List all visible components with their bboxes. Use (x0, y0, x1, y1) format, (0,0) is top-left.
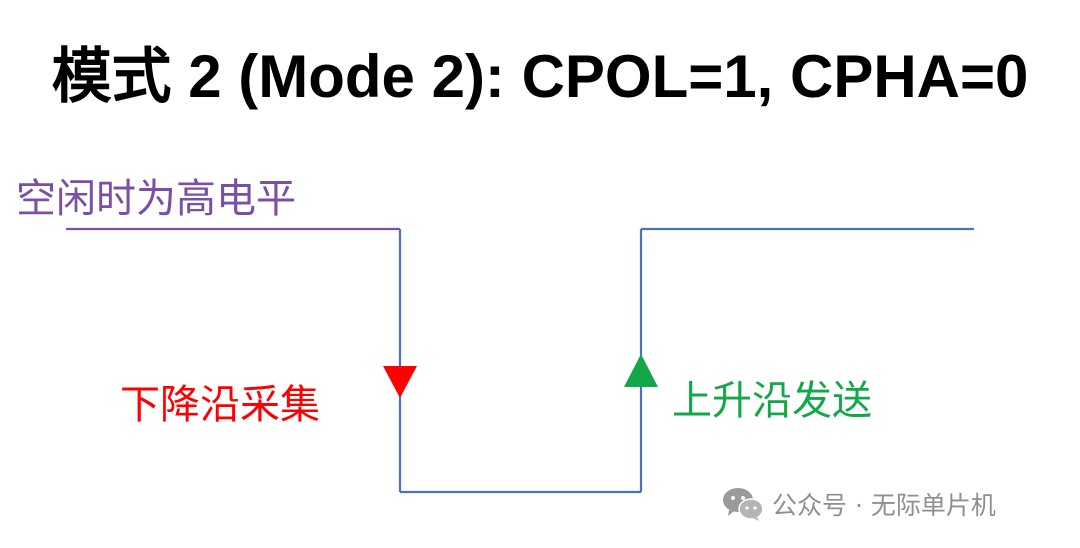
diagram-title: 模式 2 (Mode 2): CPOL=1, CPHA=0 (51, 43, 1029, 110)
falling-edge-sample-label: 下降沿采集 (120, 382, 320, 428)
watermark-text: 公众号 · 无际单片机 (772, 491, 996, 520)
watermark: 公众号 · 无际单片机 (722, 484, 996, 524)
rising-edge-send-label: 上升沿发送 (672, 378, 872, 424)
idle-high-label: 空闲时为高电平 (16, 176, 296, 222)
falling-edge-arrow (383, 366, 417, 398)
rising-edge-arrow (624, 354, 658, 387)
wechat-icon (723, 488, 764, 521)
